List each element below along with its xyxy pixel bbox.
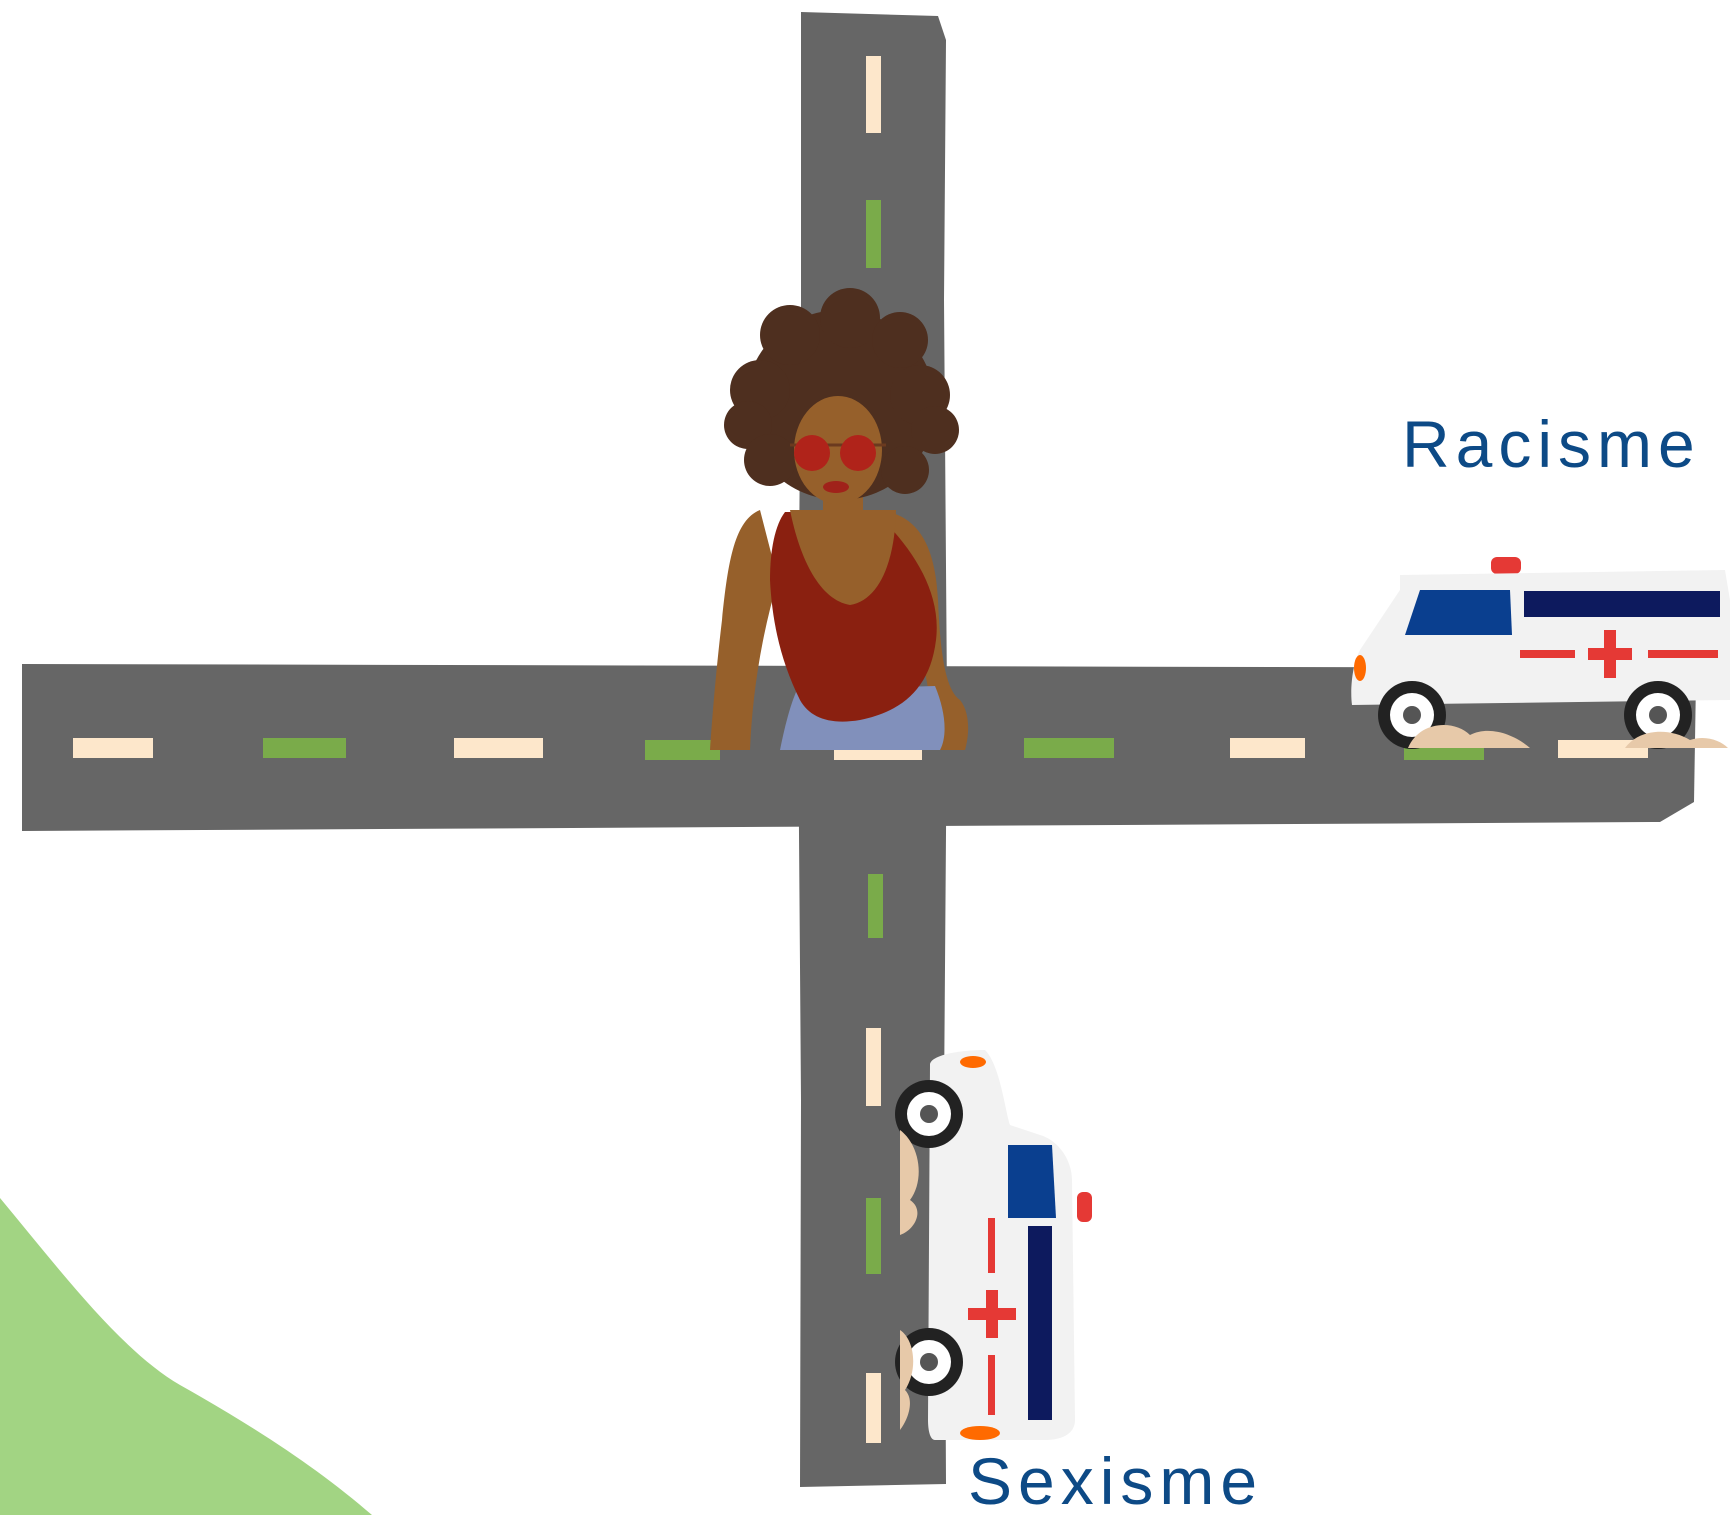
ambulance-siren xyxy=(1491,557,1521,574)
ambulance-light xyxy=(960,1426,1000,1440)
road-dash xyxy=(1024,738,1114,758)
road-dash xyxy=(866,200,881,268)
ambulance-red-stripe xyxy=(1520,650,1575,658)
ambulance-red-stripe xyxy=(1648,650,1718,658)
green-hill xyxy=(0,1198,372,1515)
red-cross-icon xyxy=(1604,630,1616,678)
ambulance-stripe xyxy=(1524,591,1720,617)
road-dash xyxy=(866,1198,881,1274)
ambulance-red-stripe xyxy=(988,1355,995,1415)
ambulance-light xyxy=(960,1056,986,1068)
red-cross-icon xyxy=(986,1290,998,1338)
road-dash xyxy=(868,874,883,938)
woman-lips xyxy=(823,481,849,493)
ambulance-siren xyxy=(1077,1192,1092,1222)
ambulance-window xyxy=(1405,590,1512,635)
road-dash xyxy=(73,738,153,758)
road-dash xyxy=(866,56,881,133)
label-racisme: Racisme xyxy=(1402,411,1701,477)
road-dash xyxy=(263,738,346,758)
road-dash xyxy=(1230,738,1305,758)
ambulance-stripe xyxy=(1028,1226,1052,1420)
ambulance-light xyxy=(1354,655,1366,681)
road-dash xyxy=(454,738,543,758)
ambulance-window xyxy=(1008,1145,1056,1218)
road-dash xyxy=(645,740,720,760)
label-sexisme: Sexisme xyxy=(968,1448,1263,1514)
road-dash xyxy=(866,1028,881,1106)
road-dash xyxy=(866,1373,881,1443)
ambulance-red-stripe xyxy=(988,1218,995,1273)
